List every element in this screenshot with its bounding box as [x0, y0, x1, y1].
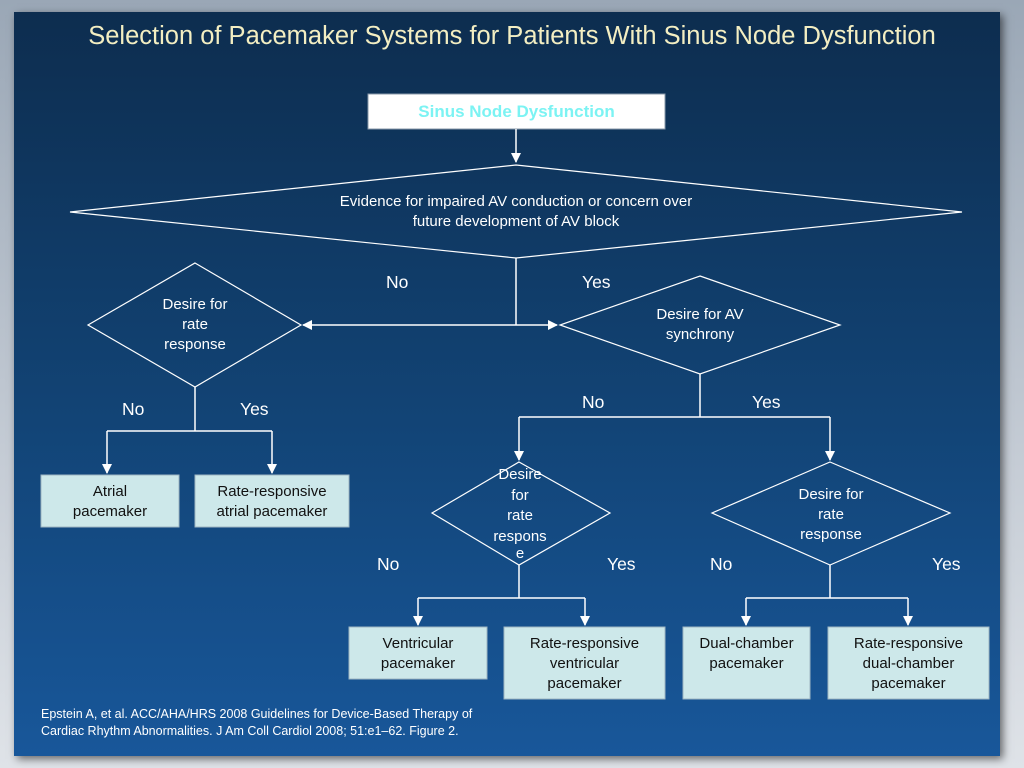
- ventricular-pacemaker: Ventricular pacemaker: [349, 626, 487, 678]
- dual-box: [682, 626, 811, 700]
- rate-response-mid-line5: e: [515, 545, 525, 562]
- rate-response-mid-question: Desire for rate respons e: [482, 465, 558, 561]
- label-mid-yes: Yes: [607, 554, 636, 574]
- ventricular-line1: Ventricular: [382, 635, 454, 652]
- label-left-yes: Yes: [240, 399, 269, 419]
- rate-response-right-line3: response: [800, 526, 862, 543]
- atrial-pacemaker: Atrial pacemaker: [41, 474, 179, 526]
- label-av-yes: Yes: [582, 272, 611, 292]
- rate-response-mid-line2: for: [511, 486, 529, 504]
- citation-line2: Cardiac Rhythm Abnormalities. J Am Coll …: [41, 724, 459, 738]
- rr-dual-line1: Rate-responsive: [853, 635, 964, 652]
- rr-atrial-line1: Rate-responsive: [217, 483, 327, 500]
- rate-response-mid-line3: rate: [507, 507, 533, 524]
- rr-ventricular-box: [503, 626, 666, 700]
- rate-response-right-line2: rate: [818, 506, 844, 523]
- av-synchrony-line2: synchrony: [665, 326, 735, 343]
- rr-ventricular-line1: Rate-responsive: [529, 635, 640, 652]
- rr-ventricular-line3: pacemaker: [547, 675, 622, 692]
- dual-line2: pacemaker: [709, 655, 784, 672]
- label-sync-no: No: [582, 392, 605, 412]
- citation-line1: Epstein A, et al. ACC/AHA/HRS 2008 Guide…: [41, 707, 473, 721]
- slide-title: Selection of Pacemaker Systems for Patie…: [88, 22, 936, 50]
- rate-response-left-line3: response: [164, 336, 226, 353]
- label-right-yes: Yes: [932, 554, 961, 574]
- label-av-no: No: [386, 272, 409, 292]
- label-sync-yes: Yes: [752, 392, 781, 412]
- rr-atrial-box: [194, 474, 350, 528]
- rate-response-mid-line1: Desire: [498, 466, 542, 483]
- atrial-line1: Atrial: [92, 483, 128, 500]
- atrial-line2: pacemaker: [72, 503, 148, 520]
- rate-response-right-line1: Desire for: [798, 486, 864, 503]
- rate-response-left-line1: Desire for: [162, 296, 228, 313]
- ventricular-box: [348, 626, 488, 680]
- label-left-no: No: [122, 399, 145, 419]
- av-synchrony-line1: Desire for AV: [656, 306, 744, 323]
- rr-dual-chamber-pacemaker: Rate-responsive dual-chamber pacemaker: [828, 626, 989, 698]
- rr-dual-line3: pacemaker: [871, 675, 946, 692]
- dual-chamber-pacemaker: Dual-chamber pacemaker: [683, 626, 810, 698]
- av-conduction-line1: Evidence for impaired AV conduction or c…: [339, 193, 693, 210]
- root-node-label: Sinus Node Dysfunction: [418, 101, 615, 121]
- label-mid-no: No: [377, 554, 400, 574]
- rr-atrial-pacemaker: Rate-responsive atrial pacemaker: [195, 474, 349, 526]
- av-conduction-question: Evidence for impaired AV conduction or c…: [276, 192, 756, 232]
- rr-dual-box: [827, 626, 990, 700]
- rr-dual-line2: dual-chamber: [862, 655, 955, 672]
- rate-response-left-line2: rate: [182, 316, 208, 333]
- ventricular-line2: pacemaker: [380, 655, 456, 672]
- citation: Epstein A, et al. ACC/AHA/HRS 2008 Guide…: [41, 706, 561, 740]
- dual-line1: Dual-chamber: [699, 635, 794, 652]
- rr-ventricular-pacemaker: Rate-responsive ventricular pacemaker: [504, 626, 665, 698]
- rr-atrial-line2: atrial pacemaker: [216, 503, 328, 520]
- label-right-no: No: [710, 554, 733, 574]
- atrial-box: [40, 474, 180, 528]
- rate-response-right-question: Desire for rate response: [770, 485, 892, 545]
- rate-response-mid-line4: respons: [493, 527, 547, 545]
- av-conduction-line2: future development of AV block: [412, 213, 620, 230]
- rate-response-left-question: Desire for rate response: [135, 295, 255, 355]
- av-synchrony-question: Desire for AV synchrony: [630, 305, 770, 345]
- rr-ventricular-line2: ventricular: [549, 655, 620, 672]
